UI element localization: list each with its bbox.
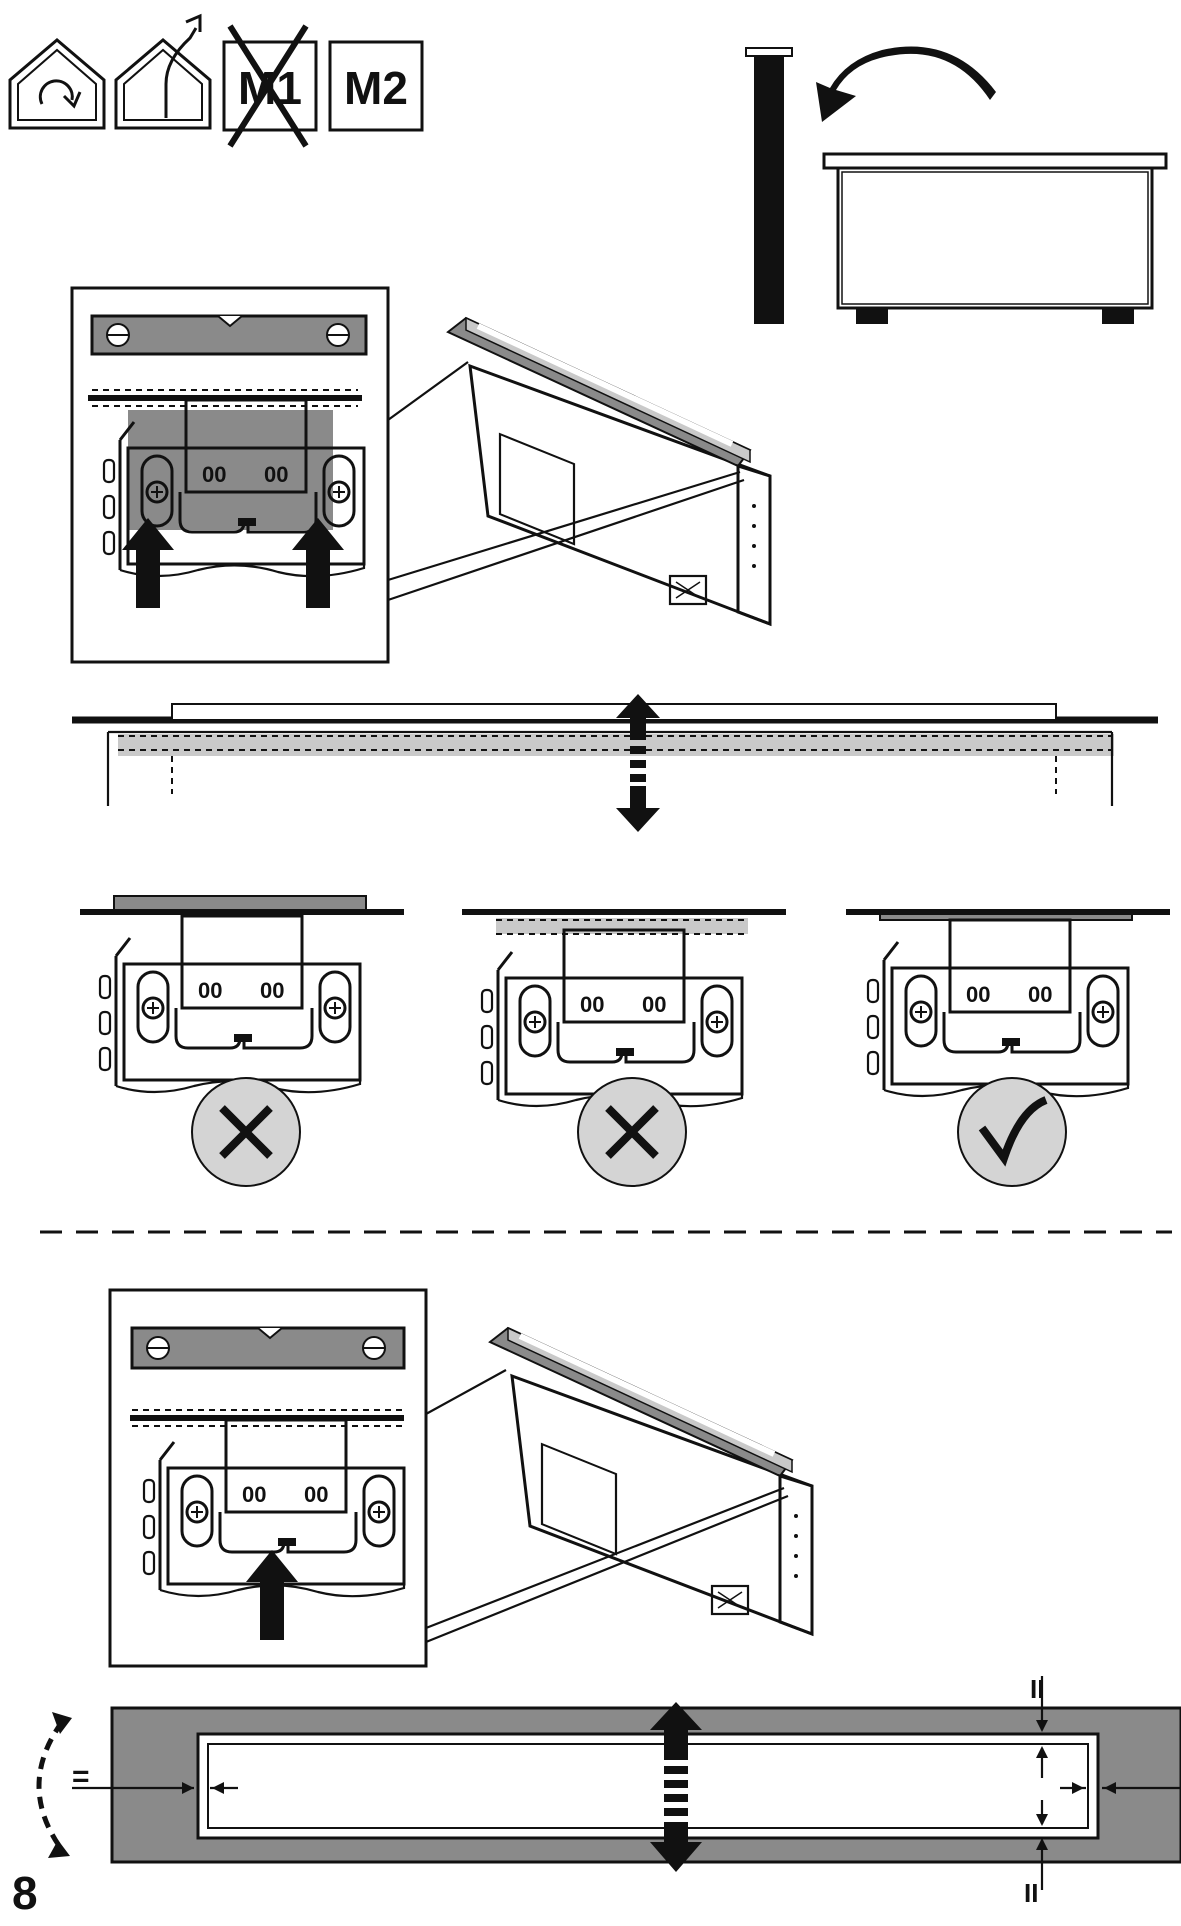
crossed-m1-icon: M1 <box>222 24 318 148</box>
appliance-side-view-1 <box>448 318 770 624</box>
double-arrow-icon <box>616 694 660 832</box>
level-icon <box>90 314 368 356</box>
page-number: 8 <box>12 1867 38 1919</box>
recirculation-house-icon <box>8 38 106 130</box>
level-icon <box>130 1326 406 1370</box>
curved-arrow-icon <box>816 46 996 122</box>
double-arrow-icon <box>650 1702 702 1872</box>
gap-left-mark: = <box>72 1760 90 1793</box>
column-and-cabinet-illustration <box>745 46 1168 324</box>
m2-icon: M2 <box>328 40 424 132</box>
worktop-level-illustration <box>72 694 1158 832</box>
rotation-arrow-icon <box>36 1720 65 1852</box>
wrong-x-icon <box>605 1105 659 1159</box>
top-view-alignment: II II = <box>36 1674 1181 1908</box>
option-too-high <box>462 909 786 1187</box>
appliance-side-view-2 <box>490 1328 812 1634</box>
correct-check-icon <box>978 1096 1048 1167</box>
gap-top-mark: II <box>1030 1674 1044 1704</box>
m2-label: M2 <box>344 62 408 114</box>
option-correct <box>846 909 1170 1187</box>
gap-bottom-mark: II <box>1024 1878 1038 1908</box>
option-too-low <box>80 895 404 1187</box>
extraction-house-icon <box>114 13 212 130</box>
wrong-x-icon <box>219 1105 273 1159</box>
detail-box-1 <box>70 286 390 664</box>
detail-box-2 <box>108 1288 428 1668</box>
